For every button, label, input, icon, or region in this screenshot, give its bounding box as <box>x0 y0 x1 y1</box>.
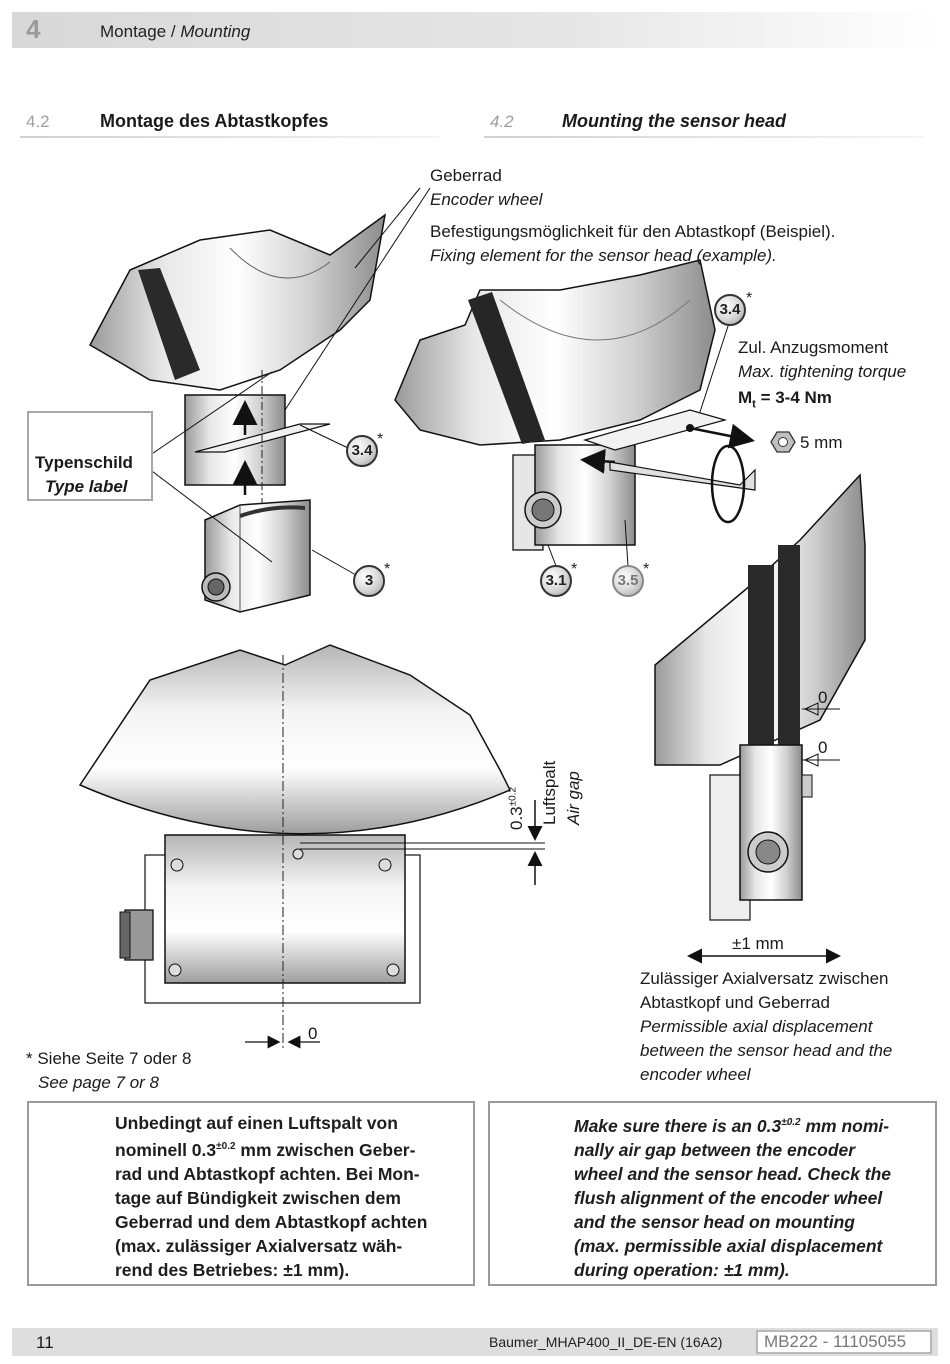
torque-number: = 3-4 Nm <box>760 388 832 407</box>
chapter-title-de: Montage <box>100 22 167 41</box>
chapter-title: Montage / Mounting <box>100 22 250 42</box>
note-de-line-6: (max. zulässiger Axialversatz wäh- <box>115 1235 403 1256</box>
callout-3-4-left: 3.4 <box>346 435 378 467</box>
document-name: Baumer_MHAP400_II_DE-EN (16A2) <box>489 1334 723 1350</box>
section-rule-left <box>20 136 440 138</box>
torque-label-de: Zul. Anzugsmoment <box>738 338 889 357</box>
torque-label-en: Max. tightening torque <box>738 362 907 381</box>
front-view <box>78 644 545 1050</box>
note-de-line-1: Unbedingt auf einen Luftspalt von <box>115 1113 398 1133</box>
note-text-en: Make sure there is an 0.3±0.2 mm nomi- n… <box>574 1111 919 1282</box>
section-number-right: 4.2 <box>490 112 514 131</box>
section-number-left: 4.2 <box>26 112 50 131</box>
note-de-line-2a: nominell 0.3 <box>115 1139 217 1160</box>
callout-3-5-star: * <box>643 561 650 578</box>
note-en-line-3: wheel and the sensor head. Check the <box>574 1163 892 1184</box>
section-rule-right <box>484 136 924 138</box>
axial-label-de-2: Abtastkopf und Geberrad <box>640 993 830 1012</box>
section-title-right: Mounting the sensor head <box>562 111 787 131</box>
callout-3-4-right: 3.4 <box>714 294 746 326</box>
type-label-de: Typenschild <box>35 453 133 472</box>
callout-3-1-star: * <box>571 561 578 578</box>
air-gap-tolerance: ±0.2 <box>507 786 519 807</box>
side-view <box>654 473 866 964</box>
note-en-line-5: and the sensor head on mounting <box>574 1211 855 1232</box>
callout-3-star: * <box>384 561 391 578</box>
axial-tolerance: ±1 mm <box>732 934 784 953</box>
zero-offset-side-bottom: 0 <box>818 738 828 757</box>
note-text-de: Unbedingt auf einen Luftspalt von nomine… <box>115 1111 461 1282</box>
note-box-en: Make sure there is an 0.3±0.2 mm nomi- n… <box>488 1101 937 1286</box>
page-number: 11 <box>36 1333 54 1352</box>
axial-label-en-2: between the sensor head and the <box>640 1041 893 1060</box>
note-en-line-1b: mm nomi- <box>800 1115 890 1136</box>
hex-key-size: 5 mm <box>800 433 843 452</box>
axial-label-de-1: Zulässiger Axialversatz zwischen <box>640 969 889 988</box>
note-de-line-2-sup: ±0.2 <box>216 1141 236 1152</box>
note-de-line-4: tage auf Bündigkeit zwischen dem <box>115 1187 401 1208</box>
note-de-line-7: rend des Betriebes: ±1 mm). <box>115 1259 350 1280</box>
air-gap-number: 0.3 <box>507 806 526 830</box>
zero-offset-side-top: 0 <box>818 688 828 707</box>
chapter-number: 4 <box>26 14 41 44</box>
callout-3-1: 3.1 <box>540 565 572 597</box>
section-title-left: Montage des Abtastkopfes <box>100 111 329 131</box>
torque-subscript: t <box>752 398 756 411</box>
callout-3-4-right-star: * <box>746 290 753 307</box>
note-en-line-2: nally air gap between the encoder <box>574 1139 856 1160</box>
note-de-line-2b: mm zwischen Geber- <box>235 1139 416 1160</box>
fixing-element-label-de: Befestigungsmöglichkeit für den Abtastko… <box>430 222 836 241</box>
type-label-box <box>27 411 153 501</box>
zero-offset-front: 0 <box>308 1024 318 1043</box>
chapter-title-sep: / <box>166 22 181 41</box>
note-en-line-4: flush alignment of the encoder wheel <box>574 1187 883 1208</box>
callout-3-4-left-star: * <box>377 431 384 448</box>
note-de-line-5: Geberrad und dem Abtastkopf achten <box>115 1211 428 1232</box>
callout-3-5: 3.5 <box>612 565 644 597</box>
header-bar <box>12 12 938 48</box>
exploded-view <box>88 187 431 613</box>
note-de-line-2: nominell 0.3±0.2 mm zwischen Geber- <box>115 1135 461 1162</box>
air-gap-label-de: Luftspalt <box>540 760 559 825</box>
torque-value: Mt = 3-4 Nm <box>738 386 832 416</box>
note-en-line-6: (max. permissible axial displacement <box>574 1235 883 1256</box>
note-de-line-3: rad und Abtastkopf achten. Bei Mon- <box>115 1163 420 1184</box>
note-en-line-1: Make sure there is an 0.3±0.2 mm nomi- <box>574 1111 919 1138</box>
mounting-view <box>394 259 796 567</box>
note-box-de: Unbedingt auf einen Luftspalt von nomine… <box>27 1101 475 1286</box>
torque-symbol: M <box>738 388 753 407</box>
air-gap-value: 0.3±0.2 <box>505 710 529 830</box>
callout-3: 3 <box>353 565 385 597</box>
axial-label-en-3: encoder wheel <box>640 1065 751 1084</box>
encoder-wheel-label-en: Encoder wheel <box>430 190 543 209</box>
note-en-line-1-sup: ±0.2 <box>781 1117 801 1128</box>
footnote-de: * Siehe Seite 7 oder 8 <box>26 1049 192 1068</box>
note-en-line-1a: Make sure there is an 0.3 <box>574 1115 782 1136</box>
axial-label-en-1: Permissible axial displacement <box>640 1017 873 1036</box>
chapter-title-en: Mounting <box>180 22 251 41</box>
document-id: MB222 - 11105055 <box>756 1330 932 1354</box>
type-label-en: Type label <box>45 477 128 496</box>
encoder-wheel-label-de: Geberrad <box>430 166 502 185</box>
note-en-line-7: during operation: ±1 mm). <box>574 1259 790 1280</box>
fixing-element-label-en: Fixing element for the sensor head (exam… <box>430 246 777 265</box>
air-gap-label-en: Air gap <box>564 771 583 825</box>
footnote-en: See page 7 or 8 <box>38 1073 159 1092</box>
